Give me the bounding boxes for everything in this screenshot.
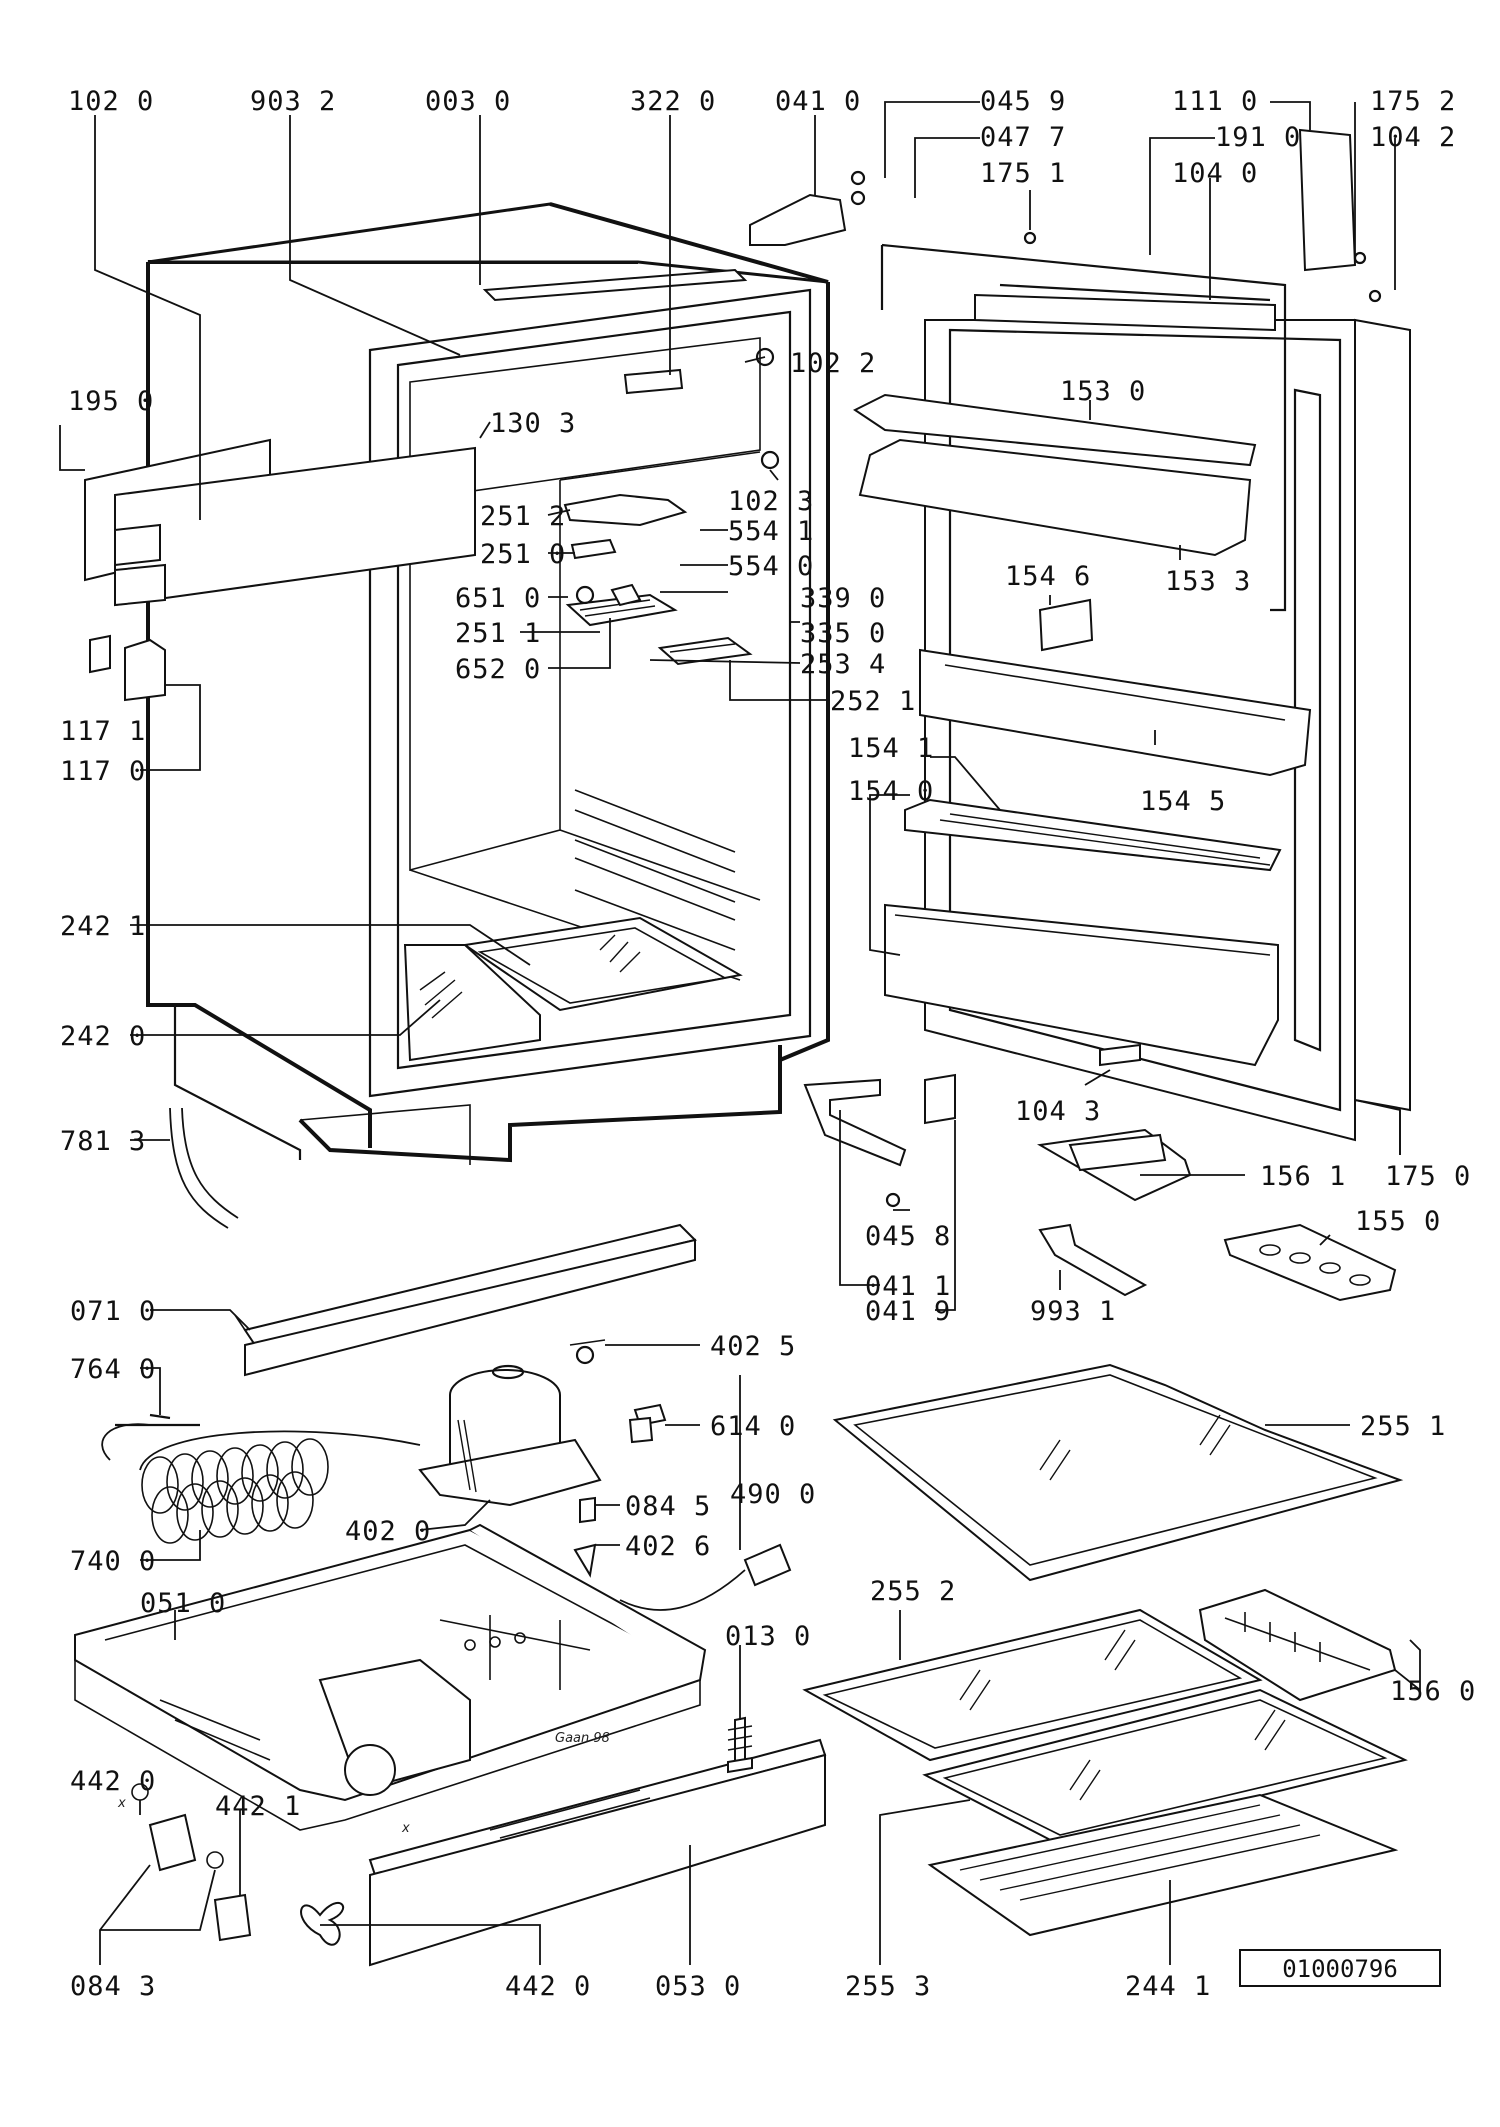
part-label-442-1: 442 1 bbox=[215, 1791, 301, 1822]
engraving-text: Gaan 98 bbox=[555, 1731, 610, 1746]
part-label-154-5: 154 5 bbox=[1140, 786, 1226, 817]
part-label-490-0: 490 0 bbox=[730, 1479, 816, 1510]
part-label-740-0: 740 0 bbox=[70, 1546, 156, 1577]
part-label-322-0: 322 0 bbox=[630, 86, 716, 117]
part-label-402-5: 402 5 bbox=[710, 1331, 796, 1362]
part-label-156-1: 156 1 bbox=[1260, 1161, 1346, 1192]
part-label-084-3: 084 3 bbox=[70, 1971, 156, 2002]
part-label-041-1: 041 1 bbox=[865, 1271, 951, 1302]
part-label-652-0: 652 0 bbox=[455, 654, 541, 685]
part-label-153-0: 153 0 bbox=[1060, 376, 1146, 407]
part-label-402-0: 402 0 bbox=[345, 1516, 431, 1547]
part-label-442-0: 442 0 bbox=[505, 1971, 591, 2002]
part-label-154-1: 154 1 bbox=[848, 733, 934, 764]
part-label-442-0: 442 0 bbox=[70, 1766, 156, 1797]
part-label-402-6: 402 6 bbox=[625, 1531, 711, 1562]
part-labels: 102 0 903 2 003 0 322 0 041 0 045 9 047 … bbox=[60, 86, 1476, 2002]
part-label-111-0: 111 0 bbox=[1172, 86, 1258, 117]
part-label-041-0: 041 0 bbox=[775, 86, 861, 117]
part-label-251-0: 251 0 bbox=[480, 539, 566, 570]
part-label-156-0: 156 0 bbox=[1390, 1676, 1476, 1707]
part-label-993-1: 993 1 bbox=[1030, 1296, 1116, 1327]
part-label-195-0: 195 0 bbox=[68, 386, 154, 417]
part-label-251-1: 251 1 bbox=[455, 618, 541, 649]
part-label-175-2: 175 2 bbox=[1370, 86, 1456, 117]
part-label-335-0: 335 0 bbox=[800, 618, 886, 649]
part-label-251-2: 251 2 bbox=[480, 501, 566, 532]
part-label-255-3: 255 3 bbox=[845, 1971, 931, 2002]
part-label-255-2: 255 2 bbox=[870, 1576, 956, 1607]
cross-mark: x bbox=[401, 1821, 410, 1836]
part-label-903-2: 903 2 bbox=[250, 86, 336, 117]
document-number: 01000796 bbox=[1282, 1955, 1398, 1983]
part-label-102-0: 102 0 bbox=[68, 86, 154, 117]
part-label-651-0: 651 0 bbox=[455, 583, 541, 614]
part-label-153-3: 153 3 bbox=[1165, 566, 1251, 597]
part-label-252-1: 252 1 bbox=[830, 686, 916, 717]
part-label-102-2: 102 2 bbox=[790, 348, 876, 379]
part-label-175-1: 175 1 bbox=[980, 158, 1066, 189]
part-label-102-3: 102 3 bbox=[728, 486, 814, 517]
part-label-045-8: 045 8 bbox=[865, 1221, 951, 1252]
part-label-041-9: 041 9 bbox=[865, 1296, 951, 1327]
part-label-244-1: 244 1 bbox=[1125, 1971, 1211, 2002]
part-label-781-3: 781 3 bbox=[60, 1126, 146, 1157]
part-label-175-0: 175 0 bbox=[1385, 1161, 1471, 1192]
part-label-253-4: 253 4 bbox=[800, 649, 886, 680]
part-label-191-0: 191 0 bbox=[1215, 122, 1301, 153]
part-label-084-5: 084 5 bbox=[625, 1491, 711, 1522]
machine-compartment bbox=[74, 1223, 827, 1967]
part-label-130-3: 130 3 bbox=[490, 408, 576, 439]
part-label-339-0: 339 0 bbox=[800, 583, 886, 614]
part-label-117-0: 117 0 bbox=[60, 756, 146, 787]
part-label-155-0: 155 0 bbox=[1355, 1206, 1441, 1237]
cross-mark: x bbox=[117, 1796, 126, 1811]
part-label-764-0: 764 0 bbox=[70, 1354, 156, 1385]
document-number-box: 01000796 bbox=[1239, 1949, 1441, 1987]
part-label-242-0: 242 0 bbox=[60, 1021, 146, 1052]
part-label-242-1: 242 1 bbox=[60, 911, 146, 942]
part-label-047-7: 047 7 bbox=[980, 122, 1066, 153]
part-label-614-0: 614 0 bbox=[710, 1411, 796, 1442]
part-label-554-0: 554 0 bbox=[728, 551, 814, 582]
part-label-051-0: 051 0 bbox=[140, 1588, 226, 1619]
part-label-053-0: 053 0 bbox=[655, 1971, 741, 2002]
part-label-154-6: 154 6 bbox=[1005, 561, 1091, 592]
part-label-104-2: 104 2 bbox=[1370, 122, 1456, 153]
part-label-554-1: 554 1 bbox=[728, 516, 814, 547]
part-label-071-0: 071 0 bbox=[70, 1296, 156, 1327]
refrigerator-cabinet bbox=[84, 202, 830, 1229]
refrigerator-door bbox=[749, 128, 1411, 1208]
part-label-117-1: 117 1 bbox=[60, 716, 146, 747]
part-label-255-1: 255 1 bbox=[1360, 1411, 1446, 1442]
part-label-045-9: 045 9 bbox=[980, 86, 1066, 117]
part-label-003-0: 003 0 bbox=[425, 86, 511, 117]
part-label-154-0: 154 0 bbox=[848, 776, 934, 807]
part-label-104-0: 104 0 bbox=[1172, 158, 1258, 189]
part-label-013-0: 013 0 bbox=[725, 1621, 811, 1652]
part-label-104-3: 104 3 bbox=[1015, 1096, 1101, 1127]
leader-lines bbox=[59, 101, 1421, 1965]
